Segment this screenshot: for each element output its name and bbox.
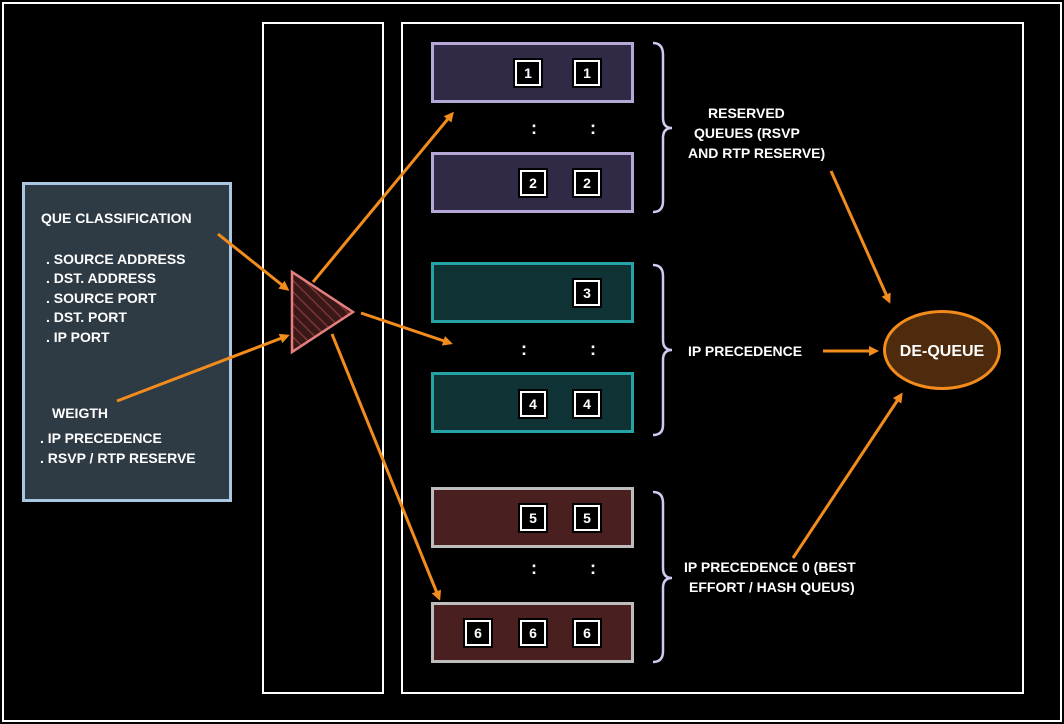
packet-box: 6	[572, 618, 602, 648]
packet-box: 5	[572, 503, 602, 533]
arrow-reserved-to-dequeue	[829, 170, 891, 304]
packet-box: 6	[463, 618, 493, 648]
packet-box: 6	[518, 618, 548, 648]
continuation-dots: :	[590, 339, 596, 359]
packet-box: 1	[572, 58, 602, 88]
continuation-dots: :	[531, 558, 537, 578]
classifier-panel	[262, 22, 384, 694]
field-dst-address: . DST. ADDRESS	[46, 270, 156, 286]
reserved-queues-label-line2: QUEUES (RSVP	[694, 125, 800, 141]
weight-rsvp-rtp: . RSVP / RTP RESERVE	[40, 450, 196, 466]
packet-box: 2	[518, 168, 548, 198]
packet-box: 4	[518, 389, 548, 419]
arrow-classification-to-classifier	[217, 232, 290, 291]
reserved-brace	[652, 41, 673, 214]
arrow-to-best-effort-queues	[330, 333, 442, 601]
dequeue-node: DE-QUEUE	[883, 310, 1001, 390]
field-dst-port: . DST. PORT	[46, 309, 127, 325]
weight-ip-precedence: . IP PRECEDENCE	[40, 430, 162, 446]
best-effort-label-line2: EFFORT / HASH QUEUS)	[689, 579, 855, 595]
field-ip-port: . IP PORT	[46, 329, 110, 345]
packet-box: 4	[572, 389, 602, 419]
continuation-dots: :	[531, 118, 537, 138]
classification-title: QUE CLASSIFICATION	[41, 210, 192, 226]
field-source-port: . SOURCE PORT	[46, 290, 157, 306]
packet-box: 1	[513, 58, 543, 88]
precedence-brace	[652, 263, 673, 437]
arrow-to-reserved-queues	[311, 111, 454, 283]
classification-box	[22, 182, 232, 502]
packet-box: 5	[518, 503, 548, 533]
reserved-queues-label-line1: RESERVED	[708, 105, 785, 121]
arrow-to-precedence-queues	[360, 311, 453, 346]
continuation-dots: :	[521, 339, 527, 359]
weight-title: WEIGTH	[52, 405, 108, 421]
field-source-address: . SOURCE ADDRESS	[46, 251, 186, 267]
arrow-best-effort-to-dequeue	[791, 392, 903, 559]
packet-box: 3	[572, 278, 602, 308]
best-effort-label-line1: IP PRECEDENCE 0 (BEST	[684, 559, 856, 575]
ip-precedence-label: IP PRECEDENCE	[688, 343, 803, 359]
queues-panel	[401, 22, 1024, 694]
continuation-dots: :	[590, 118, 596, 138]
best-effort-brace	[652, 490, 673, 664]
arrow-weight-to-classifier	[116, 333, 290, 403]
classifier-triangle	[290, 269, 356, 355]
packet-box: 2	[572, 168, 602, 198]
continuation-dots: :	[590, 558, 596, 578]
reserved-queues-label-line3: AND RTP RESERVE)	[688, 145, 826, 161]
